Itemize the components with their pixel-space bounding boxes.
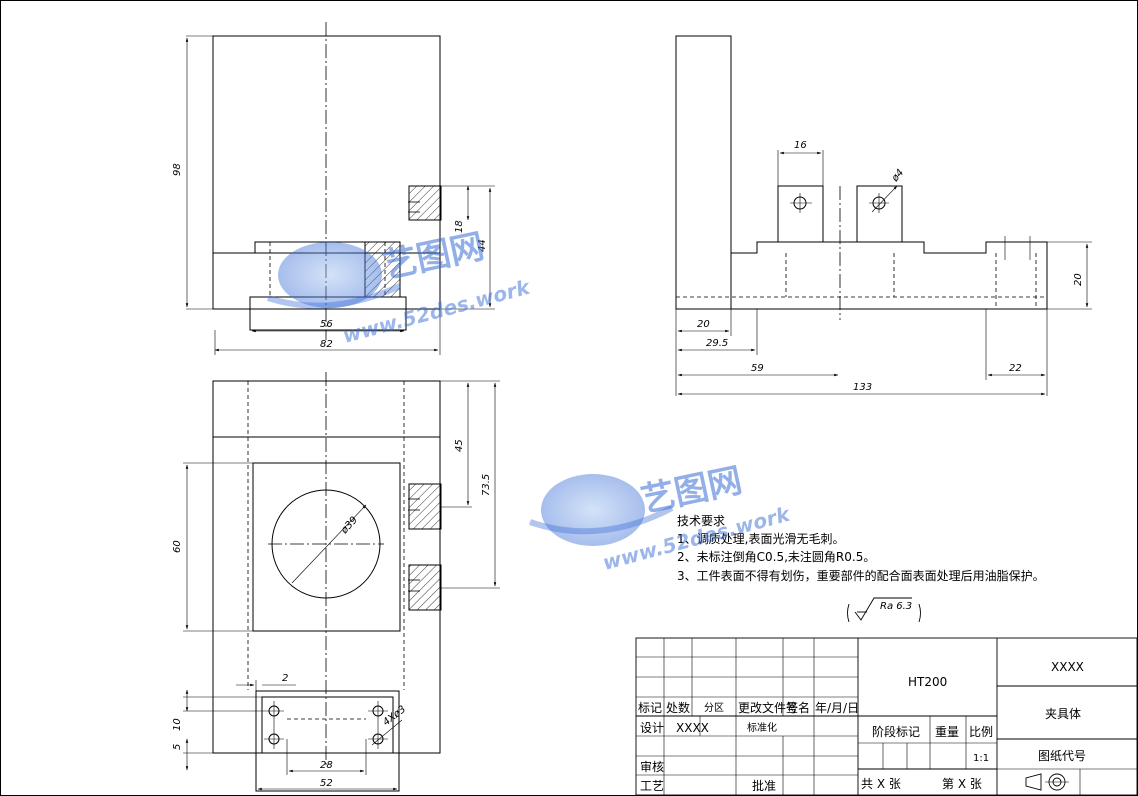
tb-drawing-no: 图纸代号 [1038,749,1086,763]
top-view [183,372,500,792]
dim-top-2: 2 [282,673,288,684]
dim-top-phi39: ø39 [338,515,360,537]
tb-designer-value: XXXX [676,721,709,735]
tb-sheet-no: 第 X 张 [942,777,982,791]
dim-top-45: 45 [454,439,465,452]
tb-standardize: 标准化 [747,721,777,734]
tb-sign: 签名 [786,700,810,715]
dim-side-59: 59 [751,363,764,374]
dim-front-56: 56 [320,319,333,330]
tech-line-1: 1、调质处理,表面光滑无毛刺。 [677,532,844,546]
roughness-symbol [847,597,921,623]
tb-material: HT200 [908,675,947,689]
dim-side-22: 22 [1009,363,1022,374]
tb-change-doc: 更改文件号 [738,700,798,715]
dim-top-60: 60 [172,540,183,553]
tb-total-sheets: 共 X 张 [861,777,901,791]
dim-side-phi4: ø4 [889,167,906,184]
tb-part-name: 夹具体 [1045,707,1081,721]
tech-title: 技术要求 [677,514,725,528]
dim-top-52: 52 [320,778,333,789]
tech-requirements: 技术要求 1、调质处理,表面光滑无毛刺。 2、未标注倒角C0.5,未注圆角R0.… [677,514,1045,583]
dim-side-29-5: 29.5 [706,338,728,349]
tb-weight: 重量 [935,725,959,739]
tb-designer: 设计 [640,721,664,735]
dim-side-20: 20 [697,319,710,330]
watermark-brand-middle: 艺图网 [638,460,746,520]
tb-mark: 标记 [638,701,662,715]
tech-line-3: 3、工件表面不得有划伤，重要部件的配合面表面处理后用油脂保护。 [677,568,1045,583]
title-block [635,637,1138,796]
dim-top-holes: 4Xø3 [381,704,408,728]
side-view [675,35,1092,396]
tech-line-2: 2、未标注倒角C0.5,未注圆角R0.5。 [677,549,875,564]
dim-front-44: 44 [477,239,488,252]
dim-front-18: 18 [454,220,465,233]
tb-stage-mark: 阶段标记 [872,724,920,739]
tb-review: 审核 [640,759,664,774]
tb-count: 处数 [666,700,690,715]
tb-scale: 比例 [969,725,993,739]
tb-zone: 分区 [704,702,724,714]
roughness-value: Ra 6.3 [880,601,912,612]
dim-front-height: 98 [172,163,183,176]
dim-top-73-5: 73.5 [481,474,492,496]
dim-front-82: 82 [320,339,333,350]
tb-scale-value: 1:1 [973,753,989,764]
tb-process: 工艺 [640,779,664,793]
tb-company: XXXX [1051,660,1084,674]
dim-top-10: 10 [172,718,183,731]
dim-side-16: 16 [794,140,807,151]
dim-top-28: 28 [320,760,333,771]
watermark-brand-top: 艺图网 [380,226,488,286]
dim-side-133: 133 [853,382,872,393]
dim-top-5: 5 [172,744,183,750]
tb-approve: 批准 [752,778,776,793]
dim-side-20-vertical: 20 [1073,273,1084,286]
tb-date: 年/月/日 [815,701,859,715]
